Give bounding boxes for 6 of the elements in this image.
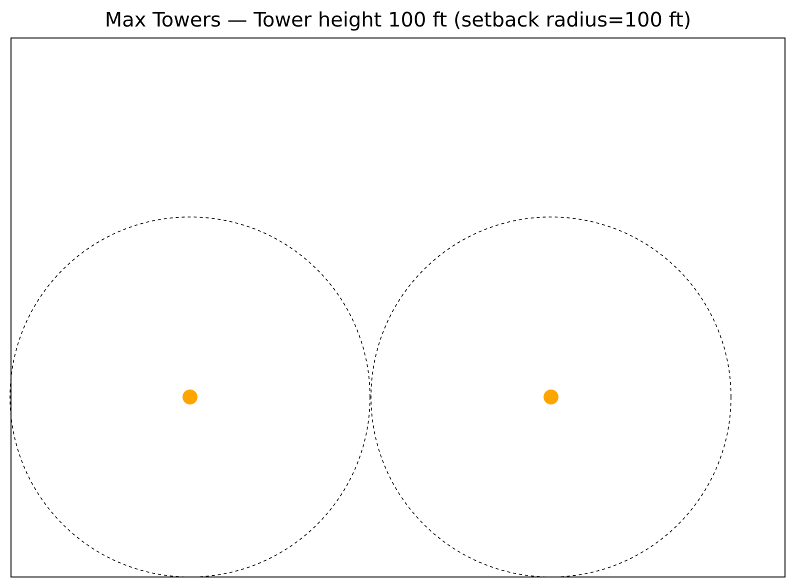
tower-dot: [544, 390, 558, 404]
setback-circle: [370, 216, 732, 578]
tower-dot: [182, 390, 198, 404]
setback-circle: [10, 216, 370, 578]
plot-area-frame: [10, 38, 786, 578]
chart-title: Max Towers — Tower height 100 ft (setback radius=100 ft): [106, 11, 690, 31]
